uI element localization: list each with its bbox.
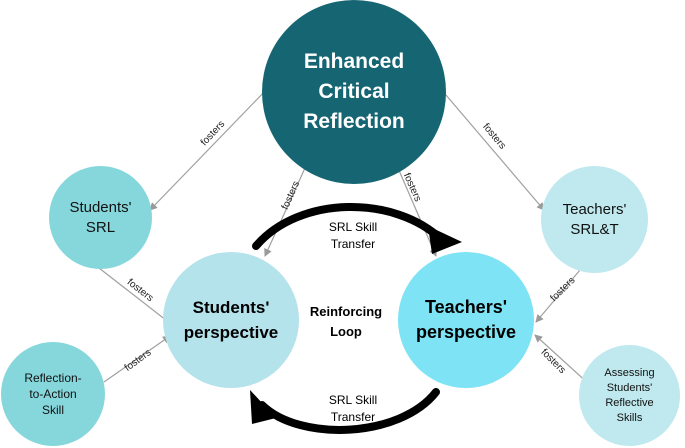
node-enhanced-label: Enhanced Critical Reflection: [303, 50, 405, 133]
loop-arrowhead-top: [428, 226, 462, 254]
node-teachers-perspective: Teachers' perspective: [398, 252, 534, 388]
node-assessing-label: Assessing Students' Reflective Skills: [604, 366, 655, 424]
node-teachers-perspective-label: Teachers' perspective: [415, 297, 517, 342]
srl-skill-transfer-bottom: SRL Skill Transfer: [328, 393, 378, 424]
node-reflection-to-action: Reflection- to-Action Skill: [1, 342, 105, 446]
edge-enhanced-to-teachers-srl: [439, 87, 545, 211]
node-teachers-srl: Teachers' SRL&T: [541, 166, 648, 273]
node-students-srl: Students' SRL: [49, 166, 152, 269]
srl-skill-transfer-top: SRL Skill Transfer: [328, 220, 378, 251]
node-assessing-reflective-skills: Assessing Students' Reflective Skills: [579, 345, 680, 446]
node-students-perspective-label: Students' perspective: [183, 298, 279, 342]
edge-reflection-to-students-perspective: [103, 335, 171, 383]
node-teachers-srl-label: Teachers' SRL&T: [562, 200, 627, 238]
loop-arrowhead-bottom: [250, 390, 276, 424]
edge-assessing-to-teachers-perspective: [534, 334, 591, 386]
edge-students-srl-to-students-perspective: [98, 267, 172, 325]
edge-enhanced-to-teachers-perspective: [397, 167, 437, 257]
loop-arrow-bottom: [258, 388, 440, 434]
edge-enhanced-to-students-perspective: [264, 167, 306, 257]
node-students-perspective: Students' perspective: [163, 252, 299, 388]
reinforcing-loop-label: Reinforcing Loop: [309, 304, 383, 339]
loop-arrow-top: [252, 203, 446, 250]
node-reflection-label: Reflection- to-Action Skill: [24, 371, 82, 417]
node-enhanced-critical-reflection: Enhanced Critical Reflection: [262, 0, 446, 184]
edge-enhanced-to-students-srl: [149, 87, 269, 211]
edge-teachers-srl-to-teachers-perspective: [535, 269, 581, 323]
node-students-srl-label: Students' SRL: [69, 198, 132, 236]
